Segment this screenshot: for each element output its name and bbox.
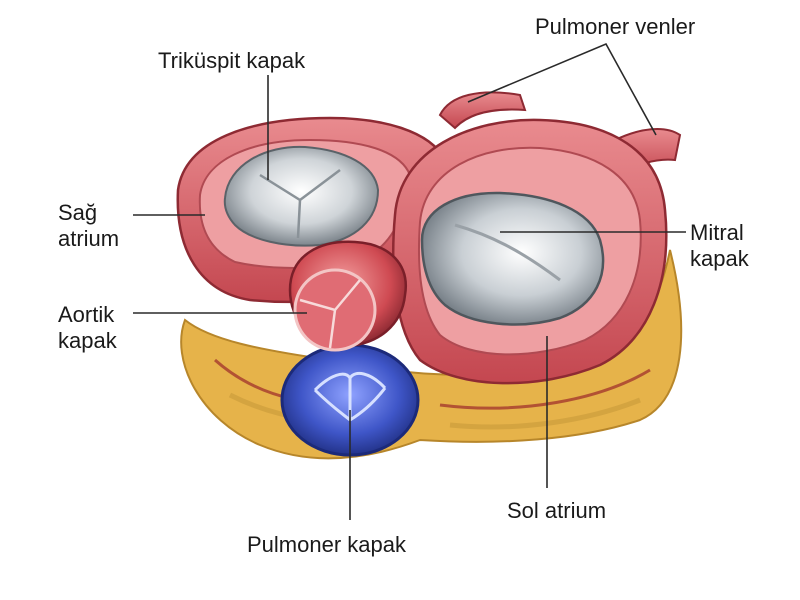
leader-lines xyxy=(133,42,686,520)
label-tricuspid-valve: Triküspit kapak xyxy=(158,48,306,73)
label-right-atrium-line1: Sağ xyxy=(58,200,98,225)
label-aortic-line2: kapak xyxy=(58,328,117,353)
label-pulmonary-veins: Pulmoner venler xyxy=(535,14,696,39)
leader-pulmonary-veins xyxy=(467,42,657,136)
label-right-atrium-line2: atrium xyxy=(58,226,120,251)
label-right-atrium: Sağ atrium xyxy=(58,200,119,252)
label-aortic-valve: Aortik kapak xyxy=(58,302,117,354)
label-pulmonary-valve: Pulmoner kapak xyxy=(247,532,406,557)
mitral-valve xyxy=(420,191,605,326)
label-left-atrium: Sol atrium xyxy=(507,498,607,523)
label-mitral-line2: kapak xyxy=(690,246,749,271)
label-mitral-line1: Mitral xyxy=(690,220,744,245)
pulmonary-vein-left xyxy=(438,91,527,130)
tricuspid-valve xyxy=(223,145,380,247)
label-aortic-line1: Aortik xyxy=(58,302,115,327)
label-mitral-valve: Mitral kapak xyxy=(690,220,749,272)
